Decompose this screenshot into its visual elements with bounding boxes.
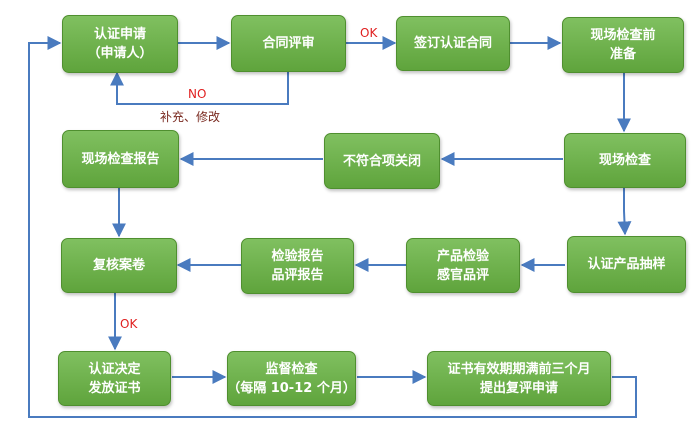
node-contract-review-line1: 合同评审 bbox=[262, 36, 315, 51]
node-decision-line2: 发放证书 bbox=[88, 380, 141, 396]
node-product-test: 产品检验 感官品评 bbox=[406, 238, 520, 293]
node-review-file-line1: 复核案卷 bbox=[92, 258, 145, 273]
node-contract-review: 合同评审 bbox=[231, 15, 346, 72]
node-onsite-check: 现场检查 bbox=[564, 133, 686, 188]
node-sign-contract-line1: 签订认证合同 bbox=[413, 36, 492, 51]
node-apply-line2: （申请人） bbox=[87, 46, 153, 61]
node-onsite-prep-line1: 现场检查前 bbox=[590, 28, 656, 43]
node-test-report: 检验报告 品评报告 bbox=[241, 238, 354, 294]
node-test-report-line2: 品评报告 bbox=[271, 268, 324, 283]
node-onsite-prep: 现场检查前 准备 bbox=[562, 17, 684, 73]
arrow-check-to-sampling bbox=[617, 188, 632, 236]
node-onsite-check-line1: 现场检查 bbox=[598, 153, 651, 168]
node-renewal-line1: 证书有效期期满前三个月 bbox=[447, 361, 591, 377]
node-apply-line1: 认证申请 bbox=[93, 27, 146, 42]
node-supervision-line2: （每隔 10-12 个月） bbox=[227, 380, 356, 396]
node-onsite-report: 现场检查报告 bbox=[62, 130, 179, 188]
node-onsite-report-line1: 现场检查报告 bbox=[81, 151, 160, 167]
node-renewal-line2: 提出复评申请 bbox=[479, 380, 558, 396]
node-test-report-line1: 检验报告 bbox=[271, 249, 324, 264]
node-onsite-prep-line2: 准备 bbox=[609, 47, 636, 62]
node-renewal: 证书有效期期满前三个月 提出复评申请 bbox=[427, 351, 611, 406]
node-product-sampling: 认证产品抽样 bbox=[567, 236, 686, 293]
node-review-file: 复核案卷 bbox=[61, 238, 177, 293]
node-apply: 认证申请 （申请人） bbox=[62, 15, 178, 73]
label-no: NO bbox=[188, 87, 207, 101]
node-supervision: 监督检查 （每隔 10-12 个月） bbox=[227, 351, 356, 406]
node-product-sampling-line1: 认证产品抽样 bbox=[587, 257, 666, 272]
node-product-test-line2: 感官品评 bbox=[436, 267, 489, 283]
arrow-no-return bbox=[110, 71, 289, 105]
node-not-compliant-line1: 不符合项关闭 bbox=[342, 153, 421, 169]
node-supervision-line1: 监督检查 bbox=[265, 361, 318, 377]
node-not-compliant: 不符合项关闭 bbox=[324, 133, 440, 189]
node-sign-contract: 签订认证合同 bbox=[396, 16, 510, 71]
node-decision-line1: 认证决定 bbox=[88, 361, 141, 377]
label-supplement: 补充、修改 bbox=[160, 110, 221, 124]
node-decision: 认证决定 发放证书 bbox=[58, 351, 171, 406]
node-product-test-line1: 产品检验 bbox=[436, 248, 489, 264]
arrow-renewal-loop-back bbox=[28, 36, 637, 418]
label-ok-left: OK bbox=[120, 317, 138, 331]
label-ok-top: OK bbox=[360, 26, 378, 40]
